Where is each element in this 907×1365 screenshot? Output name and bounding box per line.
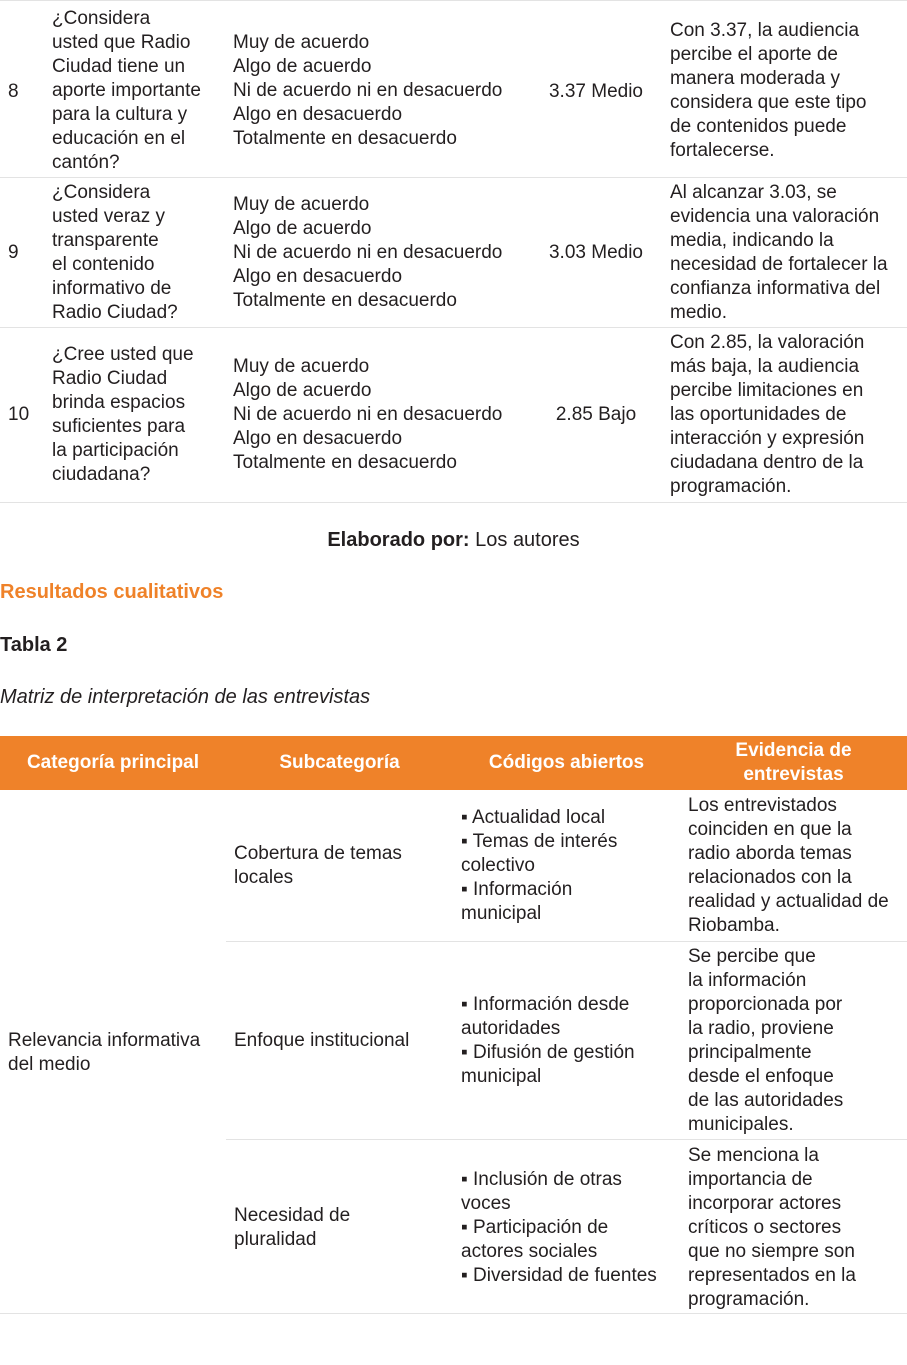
open-codes: ▪ Información desde autoridades ▪ Difusi… (461, 994, 635, 1087)
mean-score: 3.37 Medio (548, 81, 643, 102)
header-interview-evidence: Evidencia de entrevistas (735, 740, 852, 785)
interview-matrix-header: Categoría principal Subcategoría Códigos… (0, 736, 907, 790)
row-number: 10 (8, 404, 30, 425)
table-title: Matriz de interpretación de las entrevis… (0, 686, 371, 708)
open-codes: ▪ Actualidad local ▪ Temas de interés co… (461, 807, 618, 924)
table-top-rule (0, 0, 907, 3)
table-source-caption: Elaborado por: Los autores (0, 527, 907, 553)
subcategory: Enfoque institucional (234, 1030, 410, 1051)
survey-question: ¿Considera usted veraz y transparente el… (52, 182, 178, 323)
header-open-codes: Códigos abiertos (488, 752, 645, 773)
interpretation: Al alcanzar 3.03, se evidencia una valor… (670, 182, 888, 323)
interpretation: Con 2.85, la valoración más baja, la aud… (670, 332, 865, 497)
table-bottom-rule (0, 1313, 907, 1314)
row-number: 9 (8, 242, 19, 263)
subcategory: Necesidad de pluralidad (234, 1205, 351, 1250)
table-row: Necesidad de pluralidad ▪ Inclusión de o… (226, 1140, 907, 1312)
mean-score: 2.85 Bajo (555, 404, 637, 425)
table-row: Cobertura de temas locales ▪ Actualidad … (226, 791, 907, 942)
open-codes: ▪ Inclusión de otras voces ▪ Participaci… (461, 1169, 657, 1286)
interview-evidence: Los entrevistados coinciden en que la ra… (688, 795, 889, 936)
mean-score: 3.03 Medio (548, 242, 643, 263)
subcategory: Cobertura de temas locales (234, 843, 402, 888)
response-options: Muy de acuerdo Algo de acuerdo Ni de acu… (233, 32, 503, 149)
survey-question: ¿Considera usted que Radio Ciudad tiene … (52, 8, 201, 173)
caption-text: Los autores (469, 529, 580, 551)
table-row: 9 ¿Considera usted veraz y transparente … (0, 178, 907, 328)
table-label: Tabla 2 (0, 634, 68, 656)
caption-label: Elaborado por: (327, 529, 470, 551)
interpretation: Con 3.37, la audiencia percibe el aporte… (670, 20, 867, 161)
interview-evidence: Se menciona la importancia de incorporar… (688, 1145, 856, 1310)
section-heading: Resultados cualitativos (0, 581, 224, 603)
survey-question: ¿Cree usted que Radio Ciudad brinda espa… (52, 344, 194, 485)
main-category-cell: Relevancia informativa del medio (8, 1030, 201, 1075)
interview-evidence: Se percibe que la información proporcion… (688, 946, 844, 1135)
table-row: 8 ¿Considera usted que Radio Ciudad tien… (0, 3, 907, 178)
row-number: 8 (8, 81, 19, 102)
header-subcategory: Subcategoría (279, 752, 400, 773)
table-row: Enfoque institucional ▪ Información desd… (226, 942, 907, 1140)
response-options: Muy de acuerdo Algo de acuerdo Ni de acu… (233, 194, 503, 311)
header-main-category: Categoría principal (26, 752, 200, 773)
table-row: 10 ¿Cree usted que Radio Ciudad brinda e… (0, 328, 907, 503)
response-options: Muy de acuerdo Algo de acuerdo Ni de acu… (233, 356, 503, 473)
